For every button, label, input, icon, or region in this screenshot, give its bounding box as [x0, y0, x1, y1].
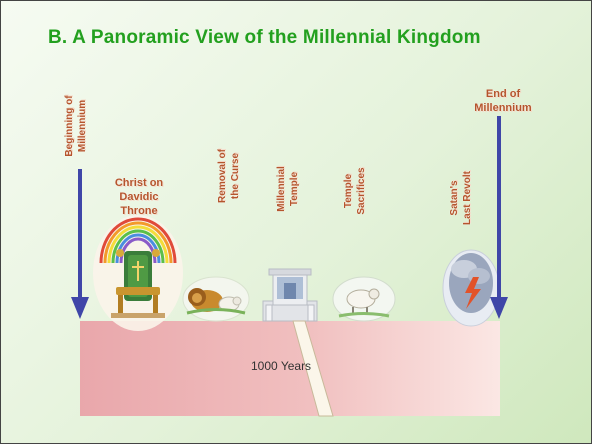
slide-title: B. A Panoramic View of the Millennial Ki… — [48, 27, 481, 48]
timeline-band — [80, 321, 500, 416]
begin-arrow-shaft — [78, 169, 82, 299]
temple-icon — [262, 268, 318, 322]
label-christ-on-davidic-throne: Christ on Davidic Throne — [114, 177, 164, 217]
lion-lamb-icon — [182, 276, 250, 322]
begin-arrow-head — [71, 297, 89, 319]
label-millennial-temple: Millennial Temple — [276, 166, 300, 212]
timeline-label: 1000 Years — [251, 359, 312, 373]
storm-lightning-icon — [442, 249, 500, 327]
label-temple-sacrifices: Temple Sacrifices — [343, 167, 367, 215]
end-arrow-shaft — [497, 116, 501, 299]
label-satans-last-revolt: Satan's Last Revolt — [449, 171, 473, 225]
label-beginning-of-millennium: Beginning of Millennium — [64, 95, 88, 157]
lamb-icon — [332, 276, 396, 322]
label-removal-of-the-curse: Removal of the Curse — [217, 149, 241, 203]
throne-icon — [93, 215, 183, 331]
label-end-of-millennium: End of Millennium — [474, 88, 532, 114]
road-path — [292, 320, 334, 417]
end-arrow-head — [490, 297, 508, 319]
